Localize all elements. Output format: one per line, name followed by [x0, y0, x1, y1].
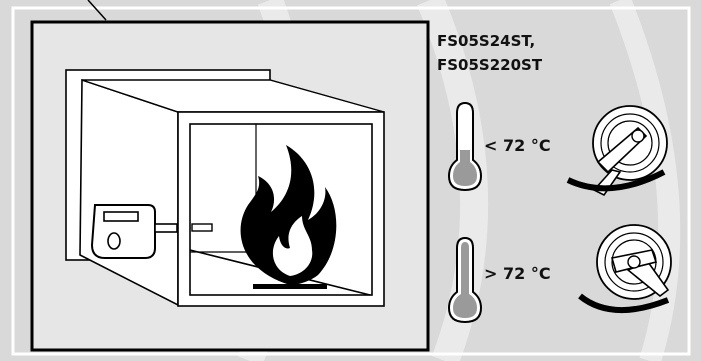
- outer-frame: [11, 6, 691, 356]
- model-label-line2: FS05S220ST: [437, 56, 543, 74]
- temp-label-low: < 72 °C: [484, 136, 551, 155]
- thermometer-low-icon: [447, 101, 483, 192]
- fire-icon: [240, 145, 337, 289]
- thermometer-high-icon: [447, 236, 483, 324]
- temp-label-high: > 72 °C: [484, 264, 551, 283]
- model-label-line1: FS05S24ST,: [437, 32, 535, 50]
- damper-closed-icon: [566, 105, 668, 197]
- leader-line: [87, 0, 107, 21]
- damper-open-icon: [578, 224, 672, 313]
- thermal-actuator: [90, 204, 213, 259]
